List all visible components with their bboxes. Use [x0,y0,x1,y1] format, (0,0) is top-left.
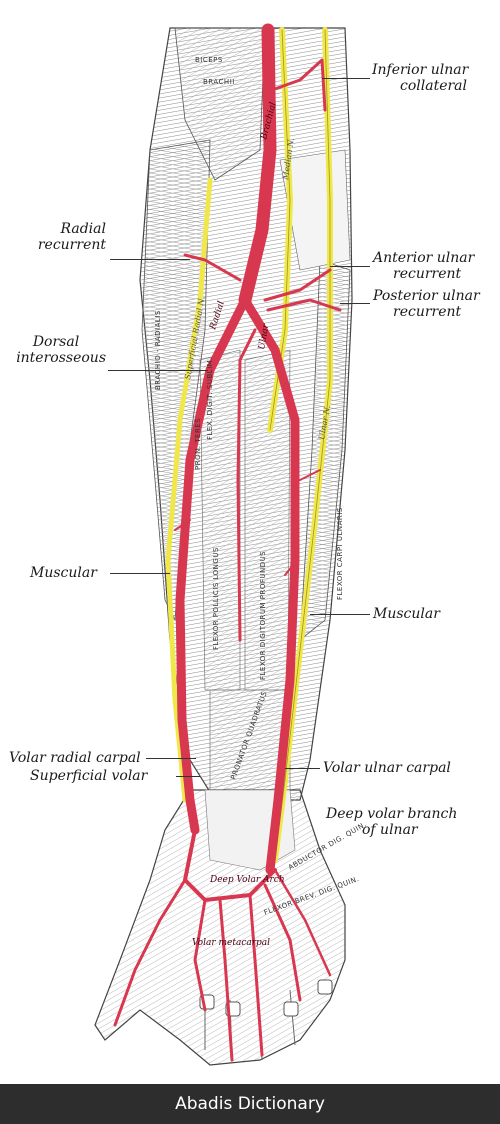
radial-artery [175,295,250,835]
pronator-teres-caption: PRON. TERES [194,418,202,470]
leader-muscular-right [310,614,370,615]
leader-posterior-ulnar-recurrent [340,303,370,304]
label-anterior-ulnar-recurrent: Anterior ulnar recurrent [373,250,475,282]
brachio-radialis-caption: BRACHIO - RADIALIS [154,310,162,390]
radial-recurrent-artery [183,253,242,282]
label-dorsal-interosseous: Dorsal interosseous [16,334,106,366]
interosseous-artery [236,328,257,642]
footer-text: Abadis Dictionary [175,1094,325,1114]
ulnar-artery [240,295,300,875]
volar-metacarpal-caption: Volar metacarpal [192,938,270,948]
flexor-carpi-ulnaris-caption: FLEXOR CARPI ULNARIS [336,507,344,600]
leader-volar-radial-carpal [146,758,196,759]
posterior-ulnar-recurrent-artery [266,298,342,312]
superficial-radial-nerve [165,177,213,803]
label-volar-radial-carpal: Volar radial carpal [9,750,141,766]
arteries [113,23,342,1062]
label-posterior-ulnar-recurrent: Posterior ulnar recurrent [373,288,480,320]
biceps-caption: BICEPS [195,56,223,64]
deep-volar-arch-caption: Deep Volar Arch [209,875,285,885]
label-muscular-left: Muscular [30,565,97,581]
label-muscular-right: Muscular [373,606,440,622]
leader-volar-ulnar-carpal [285,768,320,769]
flexor-pollicis-longus-caption: FLEXOR POLLICIS LONGUS [212,547,220,650]
footer-bar: Abadis Dictionary [0,1084,500,1124]
anterior-ulnar-recurrent-artery [263,268,332,302]
inferior-ulnar-collateral-artery [270,58,327,112]
leader-superficial-volar [176,776,200,777]
ulnar-caption: Ulnar [257,323,271,351]
label-deep-volar-branch-of-ulnar: Deep volar branch of ulnar [326,806,458,838]
nerves [165,27,333,863]
forearm-arteries-illustration: BICEPS BRACHII BRACHIO - RADIALIS FLEXOR… [94,23,368,1066]
leader-anterior-ulnar-recurrent [330,266,370,267]
flex-digit-sublim-caption: FLEX. DIGIT. SUBLIM. [206,357,214,440]
brachii-caption: BRACHII [203,78,235,86]
leader-inferior-ulnar-collateral [322,78,370,79]
flexor-digitorum-profundus-caption: FLEXOR DIGITORUM PROFUNDUS [259,551,267,680]
label-radial-recurrent: Radial recurrent [37,221,106,253]
label-superficial-volar: Superficial volar [30,768,148,784]
label-volar-ulnar-carpal: Volar ulnar carpal [323,760,451,776]
label-inferior-ulnar-collateral: Inferior ulnar collateral [372,62,469,94]
leader-dorsal-interosseous [108,370,208,371]
brachial-artery [238,23,277,307]
leader-muscular-left [110,573,170,574]
leader-radial-recurrent [110,259,190,260]
